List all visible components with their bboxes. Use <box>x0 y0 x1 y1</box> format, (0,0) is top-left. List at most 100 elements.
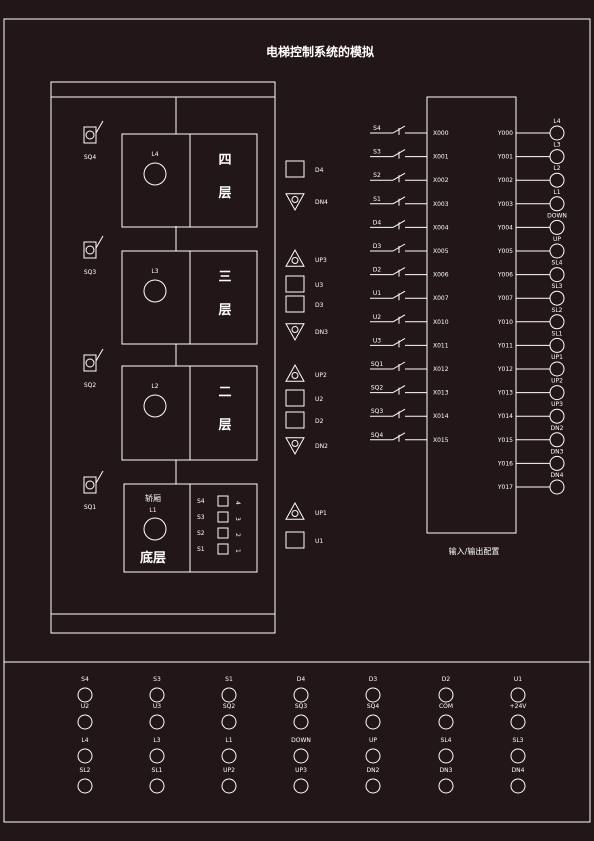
terminal-label: DOWN <box>291 737 311 744</box>
output-lamp-up3 <box>549 408 565 424</box>
terminal-u3[interactable] <box>149 714 165 730</box>
limit-switch-sq4[interactable] <box>83 126 97 144</box>
limit-switch-icon <box>85 358 95 368</box>
input-label: SQ1 <box>371 361 384 368</box>
terminal-l1[interactable] <box>221 748 237 764</box>
hall-button-up3[interactable] <box>285 248 305 267</box>
terminal-l4[interactable] <box>77 748 93 764</box>
input-address: X013 <box>433 390 449 397</box>
terminal-up3[interactable] <box>293 778 309 794</box>
input-address: X014 <box>433 413 449 420</box>
terminal-u1[interactable] <box>510 687 526 703</box>
car-button-s1[interactable] <box>217 543 229 555</box>
terminal-label: SQ3 <box>295 703 308 710</box>
car-floor-tag: 3 <box>234 517 241 521</box>
terminal-sl3[interactable] <box>510 748 526 764</box>
car-label: 轿厢 <box>145 493 161 503</box>
floor-name-top: 二 <box>218 385 231 400</box>
car-lamp-icon <box>143 517 167 541</box>
input-label: S1 <box>373 196 381 203</box>
car-floor-tag: 4 <box>234 501 241 505</box>
terminal-com[interactable] <box>438 714 454 730</box>
terminal-sl4[interactable] <box>438 748 454 764</box>
terminal-label: S4 <box>81 676 89 683</box>
limit-switch-label: SQ2 <box>84 382 97 389</box>
output-address: Y011 <box>497 342 513 349</box>
hall-button-d3[interactable] <box>285 295 305 313</box>
terminal-sq4[interactable] <box>365 714 381 730</box>
terminal-d3[interactable] <box>365 687 381 703</box>
hall-button-label: DN4 <box>315 199 328 206</box>
limit-switch-sq3[interactable] <box>83 241 97 259</box>
terminal-s1[interactable] <box>221 687 237 703</box>
terminal-up[interactable] <box>365 748 381 764</box>
car-button-s3[interactable] <box>217 511 229 523</box>
terminal-sl1[interactable] <box>149 778 165 794</box>
terminal-dn2[interactable] <box>365 778 381 794</box>
hall-button-up1[interactable] <box>285 501 305 520</box>
car-button-s4[interactable] <box>217 495 229 507</box>
terminal-plus24v[interactable] <box>510 714 526 730</box>
hall-button-d4[interactable] <box>285 160 305 178</box>
hall-button-dn2[interactable] <box>285 437 305 456</box>
terminal-label: +24V <box>510 703 528 710</box>
floor-name-bottom: 层 <box>218 418 231 433</box>
hall-button-label: DN3 <box>315 329 328 336</box>
terminal-sq2[interactable] <box>221 714 237 730</box>
hall-button-d2[interactable] <box>285 411 305 429</box>
output-lamp-dn3 <box>549 455 565 471</box>
floor-lamp-icon <box>143 162 167 186</box>
hall-button-u1[interactable] <box>285 531 305 549</box>
input-label: SQ2 <box>371 385 384 392</box>
output-lamp-l1 <box>549 196 565 212</box>
terminal-dn3[interactable] <box>438 778 454 794</box>
terminal-down[interactable] <box>293 748 309 764</box>
terminal-label: U2 <box>81 703 89 710</box>
car-button-label: S1 <box>197 546 205 553</box>
hall-button-u2[interactable] <box>285 389 305 407</box>
terminal-label: SL1 <box>152 767 163 774</box>
input-label: U2 <box>373 314 381 321</box>
input-address: X012 <box>433 366 449 373</box>
input-label: D2 <box>373 267 382 274</box>
output-label: UP3 <box>551 401 563 408</box>
terminal-label: S1 <box>225 676 233 683</box>
limit-switch-sq2[interactable] <box>83 354 97 372</box>
output-label: SL3 <box>552 283 563 290</box>
terminal-sq3[interactable] <box>293 714 309 730</box>
output-address: Y006 <box>497 272 513 279</box>
input-address: X000 <box>433 130 449 137</box>
terminal-label: DN2 <box>367 767 380 774</box>
terminal-up2[interactable] <box>221 778 237 794</box>
terminal-s4[interactable] <box>77 687 93 703</box>
terminal-d4[interactable] <box>293 687 309 703</box>
terminal-l3[interactable] <box>149 748 165 764</box>
terminal-dn4[interactable] <box>510 778 526 794</box>
output-label: UP2 <box>551 378 563 385</box>
car-floor-name: 底层 <box>140 550 166 566</box>
output-lamp-dn4 <box>549 479 565 495</box>
hall-button-dn4[interactable] <box>285 193 305 212</box>
terminal-label: UP <box>369 737 377 744</box>
output-label: DN4 <box>551 472 564 479</box>
terminal-d2[interactable] <box>438 687 454 703</box>
terminal-sl2[interactable] <box>77 778 93 794</box>
hall-button-label: U2 <box>315 396 323 403</box>
terminal-s3[interactable] <box>149 687 165 703</box>
limit-switch-label: SQ3 <box>84 269 97 276</box>
terminal-u2[interactable] <box>77 714 93 730</box>
hall-button-up2-dot <box>291 372 299 379</box>
limit-switch-sq1[interactable] <box>83 476 97 494</box>
output-lamp-dn2 <box>549 432 565 448</box>
hall-button-label: U3 <box>315 282 323 289</box>
hall-button-label: D4 <box>315 167 324 174</box>
car-button-s2[interactable] <box>217 527 229 539</box>
hall-button-u3[interactable] <box>285 275 305 293</box>
hall-button-dn3[interactable] <box>285 323 305 342</box>
elevator-shaft <box>50 81 276 634</box>
floor-lamp-label: L3 <box>151 268 158 275</box>
input-address: X015 <box>433 437 449 444</box>
hall-button-up2[interactable] <box>285 363 305 382</box>
hall-button-label: D2 <box>315 418 324 425</box>
